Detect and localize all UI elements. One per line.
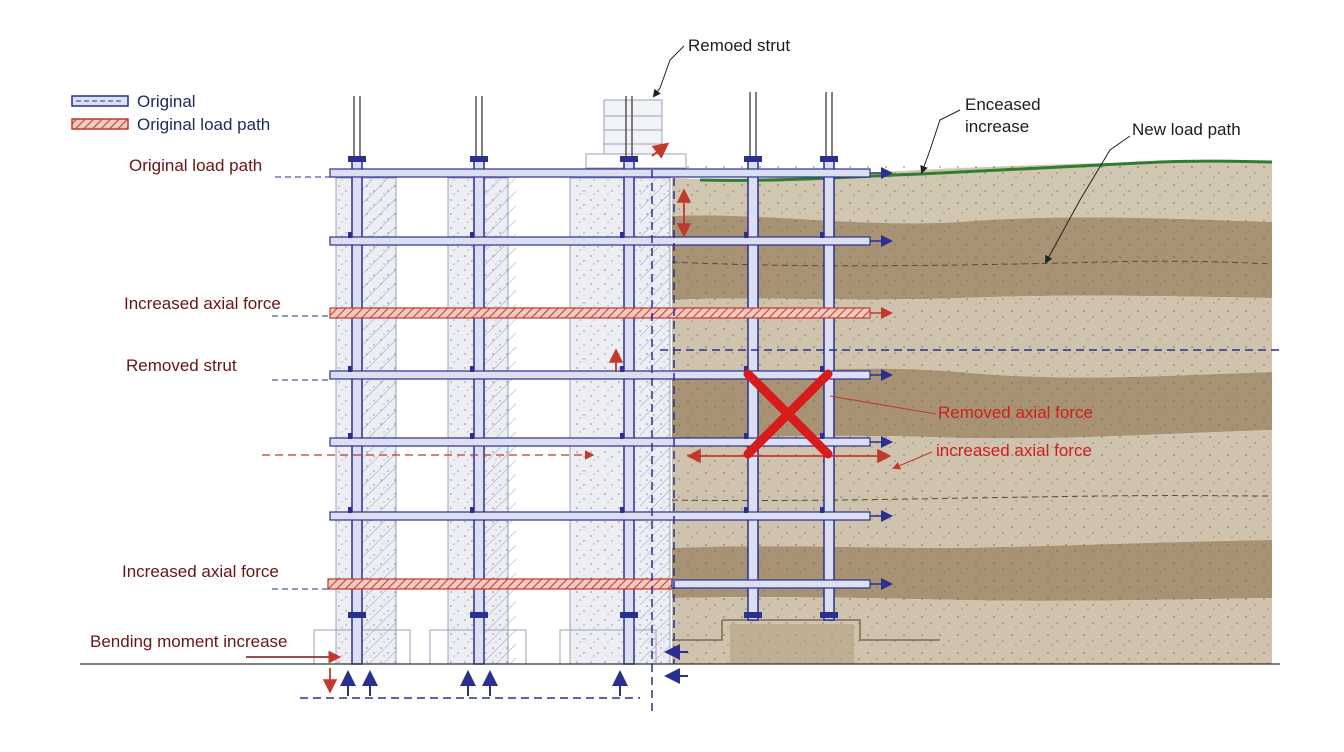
wall-panel-4 [482,178,516,664]
ground-surface-line [699,159,1273,182]
legend-label-original: Original [137,92,196,111]
strut-level-2 [329,236,871,246]
soil-dashed-line-2 [671,495,1273,502]
label-original-load-path: Original load path [129,156,262,175]
reference-lines [300,170,1284,712]
label-new-load-path: New load path [1132,120,1241,139]
removed-strut-block [603,99,663,155]
strut-level-4 [329,370,871,380]
footing-block [672,619,940,641]
label-increased-axial-force-right: increased axial force [936,441,1092,460]
reaction-arrows [340,644,688,696]
label-bending-moment-increase: Bending moment increase [90,632,288,651]
label-increased-axial-force-lower: Increased axial force [122,562,279,581]
label-increased-axial-force-upper: Increased axial force [124,294,281,313]
removed-strut-cross [743,369,833,459]
strut-level-3-increased [329,307,871,319]
wall-panel-2 [362,178,396,664]
strut-level-5 [329,437,871,447]
legend-label-load-path: Original load path [137,115,270,134]
leader-lines [652,45,1131,470]
label-removed-strut-left: Removed strut [126,356,237,375]
label-enceased-increase-2: increase [965,117,1029,136]
struts [327,156,893,618]
label-enceased-increase-1: Enceased [965,95,1041,114]
strut-level-7 [671,579,871,589]
strut-level-6 [329,511,871,521]
load-arrows [246,142,892,694]
label-removed-axial-force: Removed axial force [938,403,1093,422]
label-removed-strut-top: Remoed strut [688,36,790,55]
annotations: Remoed strut Enceased increase New load … [90,36,1241,651]
wall-panel-6 [640,178,670,664]
strut-level-1 [329,168,871,178]
legend-swatch-load-path [71,118,129,130]
legend: Original Original load path [71,92,270,134]
strut-level-7-increased [327,578,673,590]
